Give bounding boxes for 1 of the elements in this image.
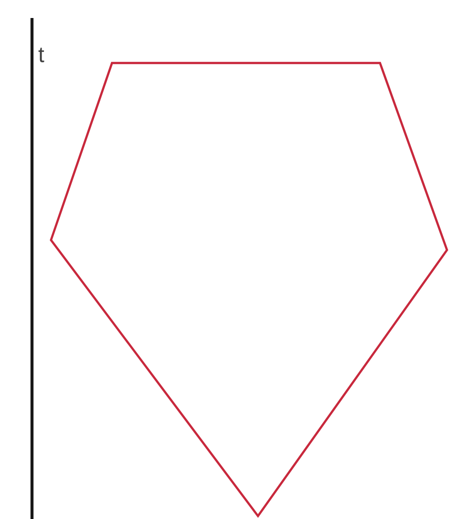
axis-label: t <box>38 48 44 62</box>
